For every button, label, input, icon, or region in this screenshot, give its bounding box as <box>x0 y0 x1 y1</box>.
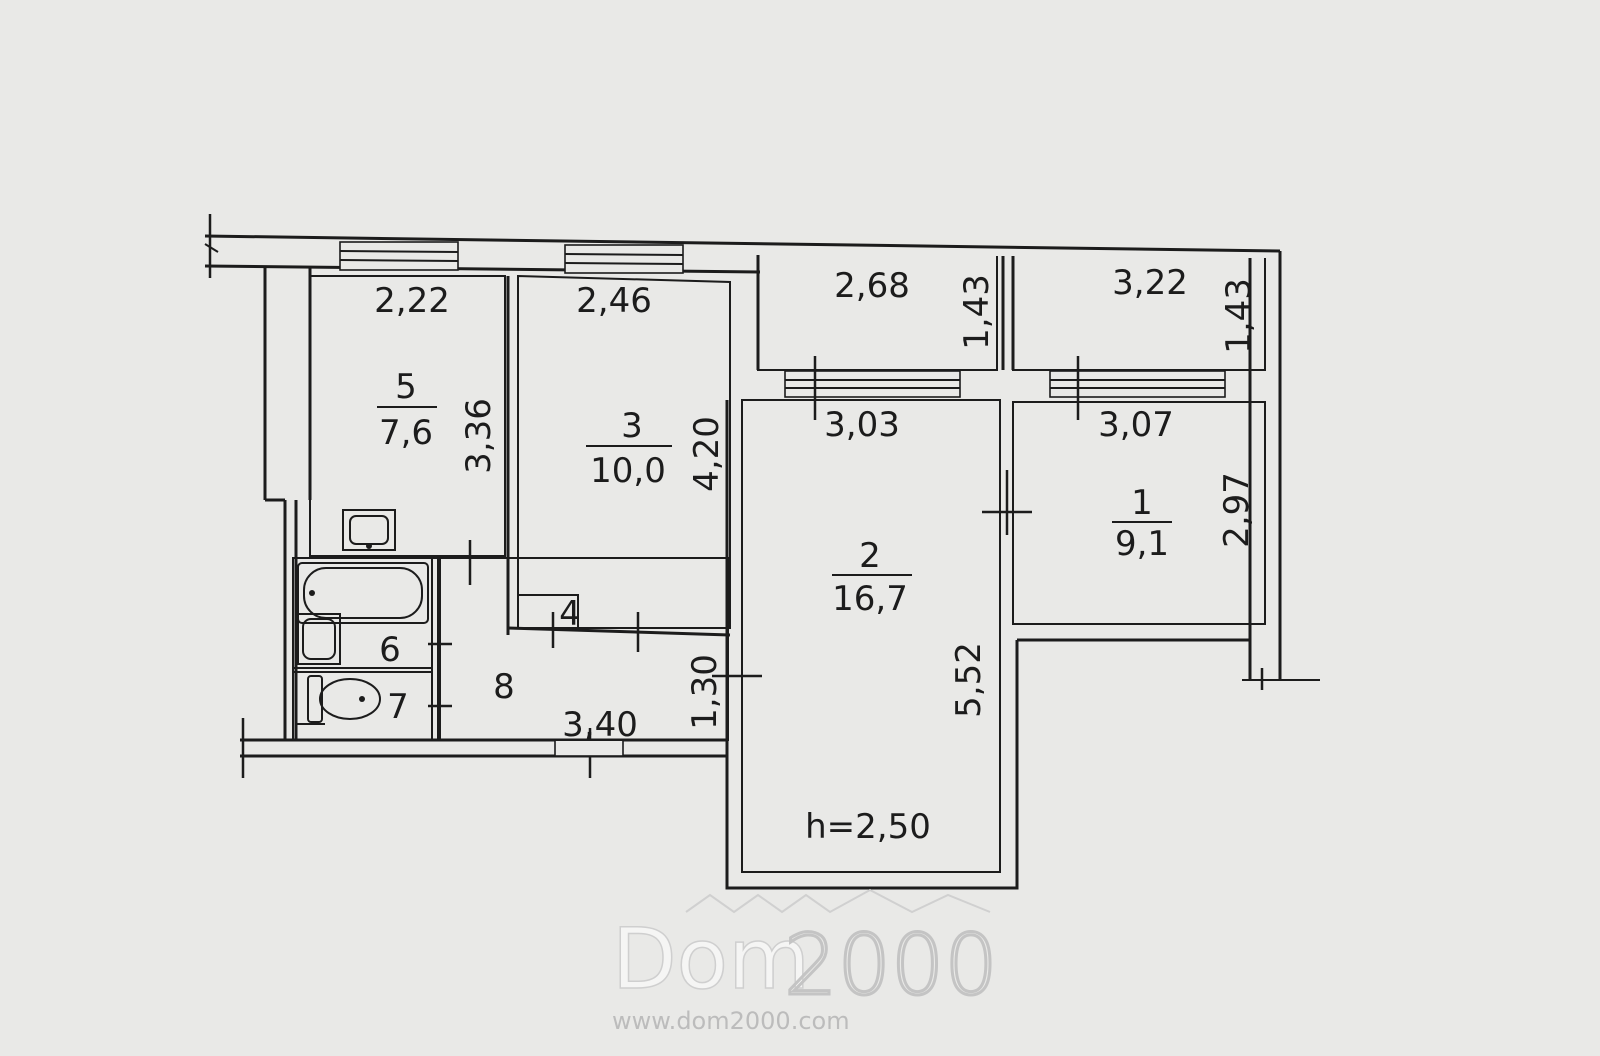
room-6-bathroom <box>292 557 439 741</box>
room-2-number: 2 <box>859 536 881 576</box>
room-8-hall <box>439 557 729 741</box>
sink-icon <box>342 509 396 551</box>
dim-balcony-left-width: 2,68 <box>834 266 910 306</box>
toilet-icon <box>319 678 381 720</box>
ceiling-height-label: h=2,50 <box>805 807 931 847</box>
dim-room3-length: 4,20 <box>687 416 727 492</box>
room-4-number: 4 <box>559 594 581 634</box>
watermark-brand-word: Dom <box>612 910 810 1008</box>
room-1-number: 1 <box>1131 483 1153 523</box>
room-7-number: 7 <box>387 687 409 727</box>
dim-room5-width: 2,22 <box>374 281 450 321</box>
shower-tray-icon <box>297 613 341 665</box>
room-3-area: 10,0 <box>590 451 666 491</box>
room-1-area: 9,1 <box>1115 524 1169 564</box>
room-5-area: 7,6 <box>379 413 433 453</box>
bathtub-icon <box>297 562 429 624</box>
room-1 <box>1012 401 1266 625</box>
watermark-brand-number: 2000 <box>784 916 998 1014</box>
toilet-tank-icon <box>307 675 323 723</box>
dim-balcony-right-width: 3,22 <box>1112 263 1188 303</box>
outer-walls <box>204 214 1320 778</box>
watermark-url: www.dom2000.com <box>612 1007 850 1035</box>
fixtures <box>296 509 429 725</box>
room-2-area: 16,7 <box>832 579 908 619</box>
dim-room2-width: 3,03 <box>824 405 900 445</box>
watermark: Dom 2000 www.dom2000.com <box>611 888 999 1035</box>
dim-hall-width: 1,30 <box>685 654 725 730</box>
room-8-number: 8 <box>493 667 515 707</box>
dim-room1-length: 2,97 <box>1217 472 1257 548</box>
dim-hall-length: 3,40 <box>562 705 638 745</box>
dim-balcony-left-depth: 1,43 <box>957 274 997 350</box>
top-windows <box>339 241 1226 398</box>
roof-logo-icon <box>685 888 991 914</box>
dim-room2-length: 5,52 <box>949 642 989 718</box>
dimension-labels: 2,22 2,46 2,68 3,22 3,03 3,07 3,40 3,36 … <box>374 263 1259 847</box>
dim-room1-width: 3,07 <box>1098 405 1174 445</box>
room-6-number: 6 <box>379 630 401 670</box>
room-labels: 5 7,6 3 10,0 2 16,7 1 9,1 4 6 7 8 <box>377 367 1172 727</box>
room-3-number: 3 <box>621 406 643 446</box>
dim-room5-length: 3,36 <box>459 398 499 474</box>
dim-room3-width: 2,46 <box>576 281 652 321</box>
room-2 <box>741 399 1001 873</box>
dim-balcony-right-depth: 1,43 <box>1219 278 1259 354</box>
room-5 <box>309 275 506 557</box>
room-5-number: 5 <box>395 367 417 407</box>
room-3 <box>517 274 731 629</box>
